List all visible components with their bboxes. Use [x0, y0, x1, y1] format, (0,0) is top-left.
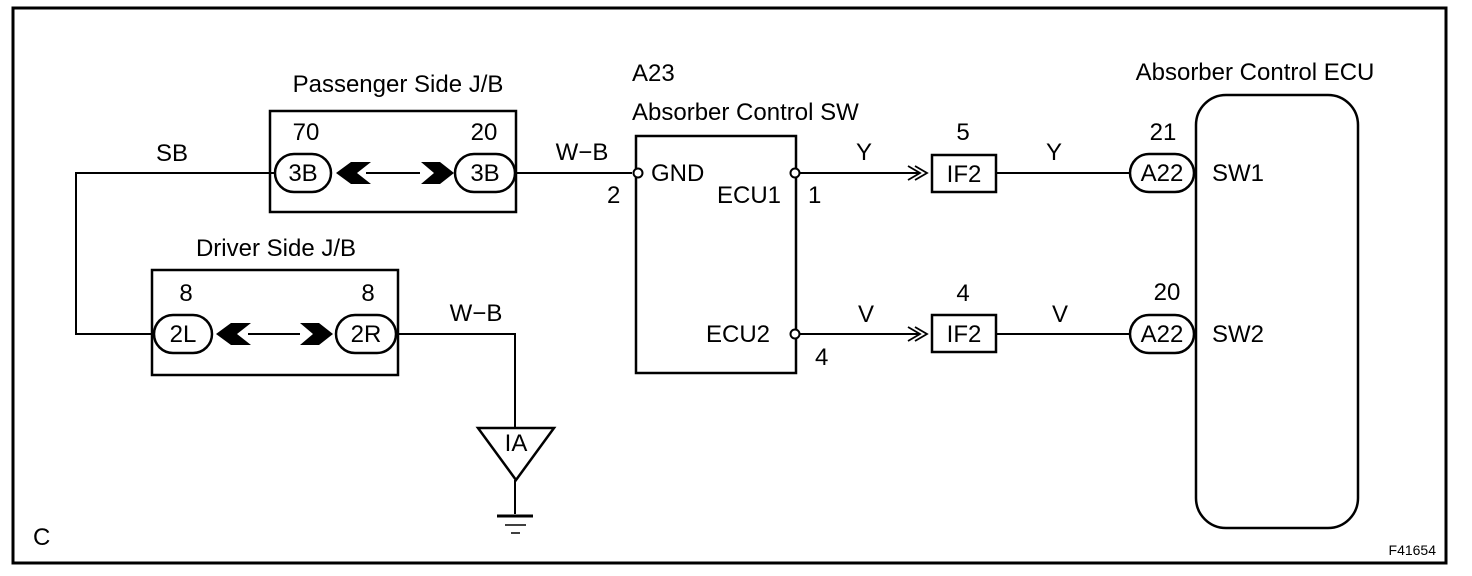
wires — [75, 172, 1130, 514]
passenger-jb-left-pin: 70 — [293, 119, 320, 146]
ground-point: IA — [475, 426, 557, 534]
driver-jb-right-arrow-icon — [300, 323, 333, 345]
svg-text:3B: 3B — [470, 160, 499, 187]
wire-v-left-label: V — [858, 301, 874, 328]
ecu-sw2-pin: 20 — [1154, 279, 1181, 306]
if2-bottom-arrow-icon — [907, 326, 929, 342]
svg-text:3B: 3B — [288, 160, 317, 187]
svg-text:A22: A22 — [1141, 321, 1184, 348]
ecu-sw1-pin: 21 — [1150, 119, 1177, 146]
driver-jb-title: Driver Side J/B — [196, 235, 356, 262]
if2-top-pin: 5 — [956, 119, 969, 146]
svg-text:IF2: IF2 — [947, 161, 982, 188]
passenger-jb-left-connector — [273, 152, 333, 194]
driver-jb-left-connector — [152, 313, 214, 355]
ecu2-terminal — [789, 328, 801, 340]
svg-text:A22: A22 — [1141, 160, 1184, 187]
gnd-label: GND — [651, 160, 704, 187]
ground-label: IA — [505, 430, 528, 457]
driver-jb-left-pin: 8 — [179, 280, 192, 307]
driver-jb-left-arrow-icon — [216, 323, 251, 345]
gnd-pin: 2 — [607, 182, 620, 209]
ecu1-label: ECU1 — [717, 182, 781, 209]
ground-icon — [497, 514, 533, 534]
svg-text:IF2: IF2 — [947, 321, 982, 348]
absorber-control-switch: A23 Absorber Control SW GND 2 ECU1 1 ECU… — [607, 60, 859, 375]
svg-text:2R: 2R — [351, 321, 382, 348]
switch-title: Absorber Control SW — [632, 99, 859, 126]
wire-wb-bottom-label: W−B — [450, 300, 503, 327]
figure-id: F41654 — [1389, 542, 1437, 558]
ecu2-pin: 4 — [815, 344, 828, 371]
driver-jb-right-pin: 8 — [361, 280, 374, 307]
passenger-jb-right-arrow-icon — [421, 162, 454, 184]
ground-triangle — [475, 426, 557, 483]
ecu1-terminal — [789, 167, 801, 179]
driver-junction-block: Driver Side J/B 8 8 2L 2R — [150, 235, 400, 377]
passenger-jb-title: Passenger Side J/B — [293, 71, 504, 98]
absorber-control-ecu: Absorber Control ECU 21 20 A22 A22 SW1 S… — [1128, 59, 1375, 530]
corner-label: C — [33, 524, 50, 551]
passenger-jb-right-pin: 20 — [471, 119, 498, 146]
ecu-sw2-connector — [1128, 313, 1196, 355]
passenger-jb-left-arrow-icon — [336, 162, 371, 184]
if2-top-connector: 5 IF2 — [907, 119, 998, 194]
wire-y-left-label: Y — [856, 139, 872, 166]
wire-sb — [75, 172, 275, 335]
ecu-sw1-label: SW1 — [1212, 160, 1264, 187]
wire-v-right-label: V — [1052, 301, 1068, 328]
ecu2-label: ECU2 — [706, 321, 770, 348]
ecu-title: Absorber Control ECU — [1136, 59, 1375, 86]
ecu-sw2-label: SW2 — [1212, 321, 1264, 348]
if2-bottom-connector: 4 IF2 — [907, 280, 998, 354]
svg-text:2L: 2L — [170, 321, 197, 348]
switch-code: A23 — [632, 60, 675, 87]
wire-y-right-label: Y — [1046, 139, 1062, 166]
ecu-sw1-connector — [1128, 152, 1196, 194]
gnd-terminal — [632, 167, 644, 179]
if2-bottom-pin: 4 — [956, 280, 969, 307]
passenger-junction-block: Passenger Side J/B 70 20 3B 3B — [268, 71, 518, 214]
if2-top-arrow-icon — [907, 165, 929, 181]
wire-wb-top-label: W−B — [556, 139, 609, 166]
passenger-jb-right-connector — [453, 152, 517, 194]
driver-jb-right-connector — [334, 313, 398, 355]
wire-wb-bottom — [398, 333, 516, 428]
wire-sb-label: SB — [156, 140, 188, 167]
ecu1-pin: 1 — [808, 182, 821, 209]
diagram-frame — [11, 6, 1448, 565]
